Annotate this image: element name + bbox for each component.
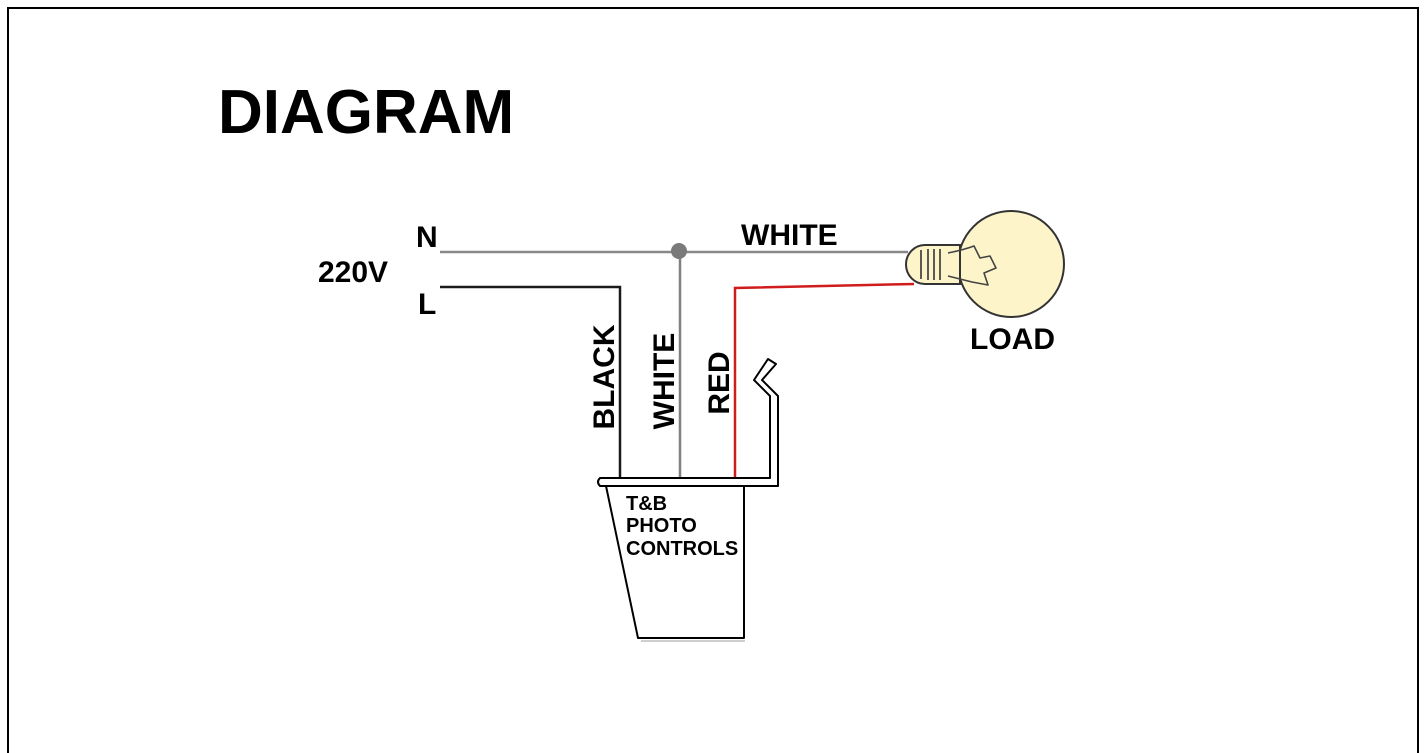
diagram-title: DIAGRAM <box>218 78 514 147</box>
line-label: L <box>418 288 436 321</box>
black-wire-label: BLACK <box>588 324 621 429</box>
white-wire-label: WHITE <box>741 219 838 252</box>
white-wire-vertical-label: WHITE <box>648 333 681 430</box>
photo-control: T&B PHOTO CONTROLS <box>597 358 779 642</box>
voltage-label: 220V <box>318 256 388 289</box>
light-bulb-icon <box>905 210 1065 318</box>
bulb-base <box>905 244 961 285</box>
bulb-globe <box>957 210 1065 318</box>
black-wire <box>440 285 622 478</box>
load-label: LOAD <box>970 323 1055 356</box>
photo-control-text-line3: CONTROLS <box>626 538 738 560</box>
photo-control-text-line1: T&B <box>626 493 667 515</box>
photo-control-text-line2: PHOTO <box>626 515 697 537</box>
outer-frame <box>7 7 1419 753</box>
photo-control-lid-bracket <box>597 358 779 487</box>
bulb-filament <box>947 245 997 286</box>
red-wire <box>733 282 915 478</box>
junction-dot <box>671 243 687 259</box>
neutral-label: N <box>416 221 438 254</box>
red-wire-label: RED <box>703 351 736 414</box>
